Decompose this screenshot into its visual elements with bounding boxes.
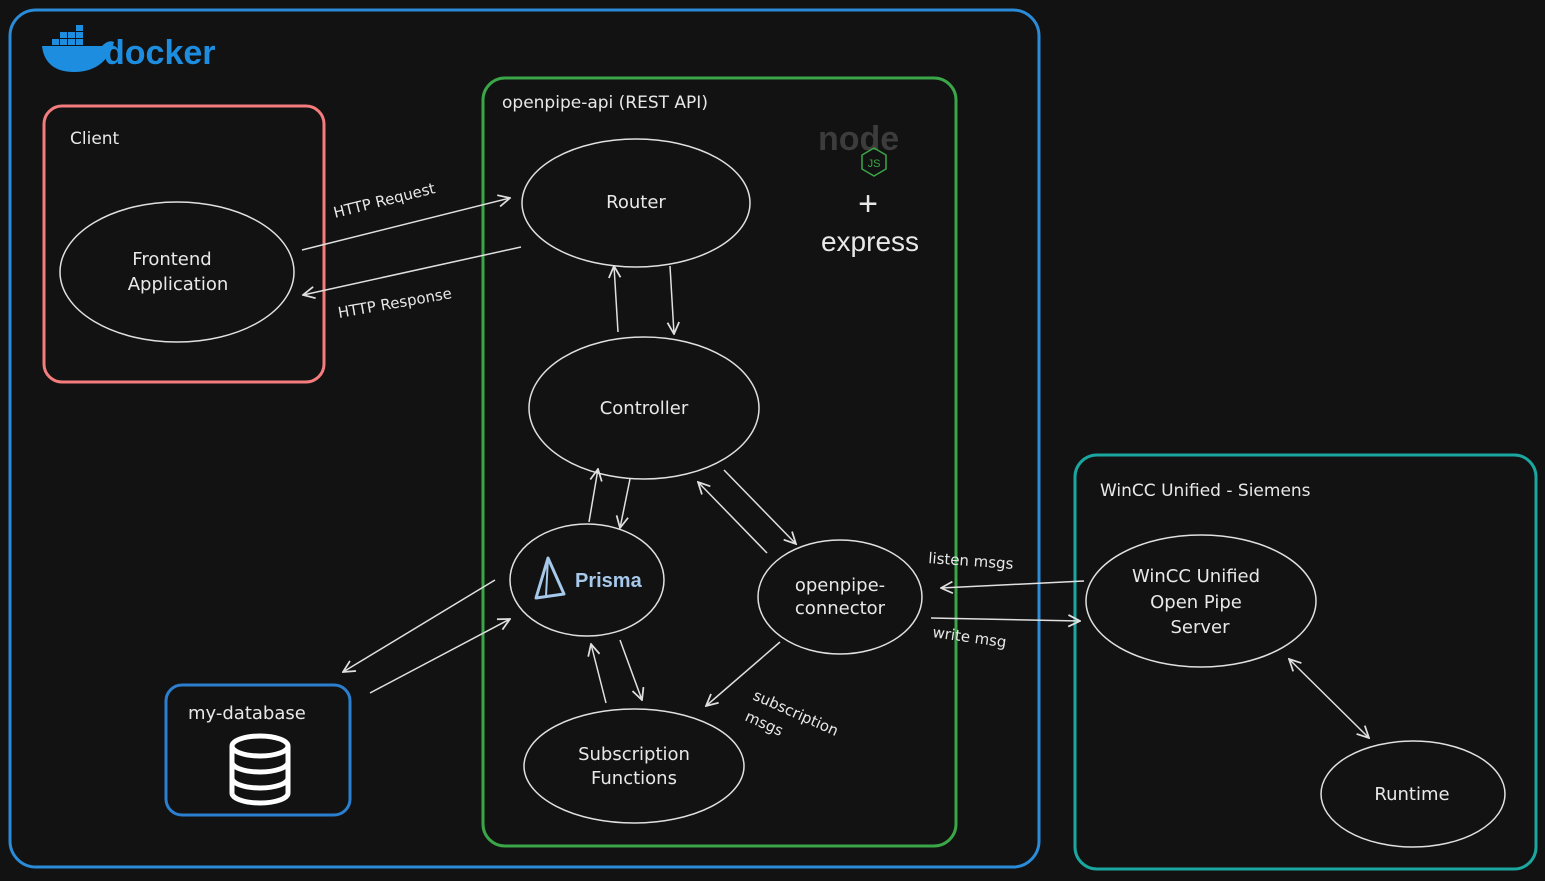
- wincc-server-label-3: Server: [1170, 617, 1230, 638]
- server-runtime-arrow: [1289, 659, 1369, 738]
- connector-label-1: openpipe-: [795, 575, 885, 596]
- http-request-label: HTTP Request: [332, 179, 437, 222]
- runtime-label: Runtime: [1374, 784, 1449, 805]
- listen-msgs-arrow: [941, 580, 1085, 588]
- http-response-label: HTTP Response: [337, 284, 454, 322]
- controller-node: [528, 336, 760, 480]
- wincc-server-label-2: Open Pipe: [1150, 592, 1242, 613]
- database-container: [164, 683, 352, 817]
- express-logo: express: [821, 226, 919, 257]
- router-node: [521, 138, 751, 268]
- controller-to-prisma-arrow: [620, 478, 631, 528]
- subscription-label-2: Functions: [591, 768, 677, 789]
- wincc-server-node: [1085, 534, 1317, 668]
- prisma-to-controller-arrow: [588, 469, 598, 523]
- prisma-to-subscription-arrow: [619, 639, 642, 700]
- connector-to-subscription-arrow: [706, 641, 781, 706]
- http-request-arrow: [301, 198, 510, 251]
- wincc-container: [1073, 453, 1538, 871]
- write-msg-label: write msg: [931, 623, 1007, 651]
- nodejs-logo-icon: node JS: [818, 120, 899, 177]
- write-msg-arrow: [930, 618, 1080, 621]
- docker-label: docker: [104, 34, 216, 72]
- svg-text:node: node: [818, 120, 899, 158]
- plus-sign: +: [858, 185, 878, 223]
- database-label: my-database: [188, 703, 306, 724]
- client-label: Client: [70, 129, 120, 149]
- subscription-node: [523, 708, 745, 824]
- listen-msgs-label: listen msgs: [928, 549, 1015, 573]
- subscription-to-prisma-arrow: [591, 644, 607, 704]
- wincc-label: WinCC Unified - Siemens: [1100, 481, 1311, 501]
- connector-node: [757, 539, 923, 655]
- prisma-triangle-icon: [534, 556, 566, 600]
- frontend-label-2: Application: [128, 274, 229, 295]
- database-icon: [229, 733, 291, 806]
- connector-label-2: connector: [795, 598, 886, 619]
- database-to-prisma-arrow: [369, 619, 510, 694]
- svg-text:JS: JS: [868, 158, 881, 170]
- prisma-label: Prisma: [575, 570, 643, 592]
- controller-to-connector-arrow: [723, 469, 796, 544]
- router-to-controller-arrow: [670, 265, 674, 334]
- api-container: [481, 76, 958, 848]
- controller-label: Controller: [600, 398, 689, 419]
- runtime-node: [1320, 740, 1506, 848]
- api-label: openpipe-api (REST API): [502, 93, 708, 113]
- subscription-label-1: Subscription: [578, 744, 690, 765]
- prisma-node: [509, 523, 665, 637]
- docker-container: [8, 8, 1041, 869]
- docker-whale-icon: [42, 25, 114, 72]
- wincc-server-label-1: WinCC Unified: [1132, 566, 1260, 587]
- prisma-to-database-arrow: [343, 579, 496, 672]
- router-label: Router: [606, 192, 666, 213]
- frontend-label-1: Frontend: [132, 249, 211, 270]
- http-response-arrow: [303, 246, 522, 295]
- controller-to-router-arrow: [614, 266, 618, 333]
- connector-to-controller-arrow: [698, 482, 768, 554]
- frontend-node: [59, 201, 295, 343]
